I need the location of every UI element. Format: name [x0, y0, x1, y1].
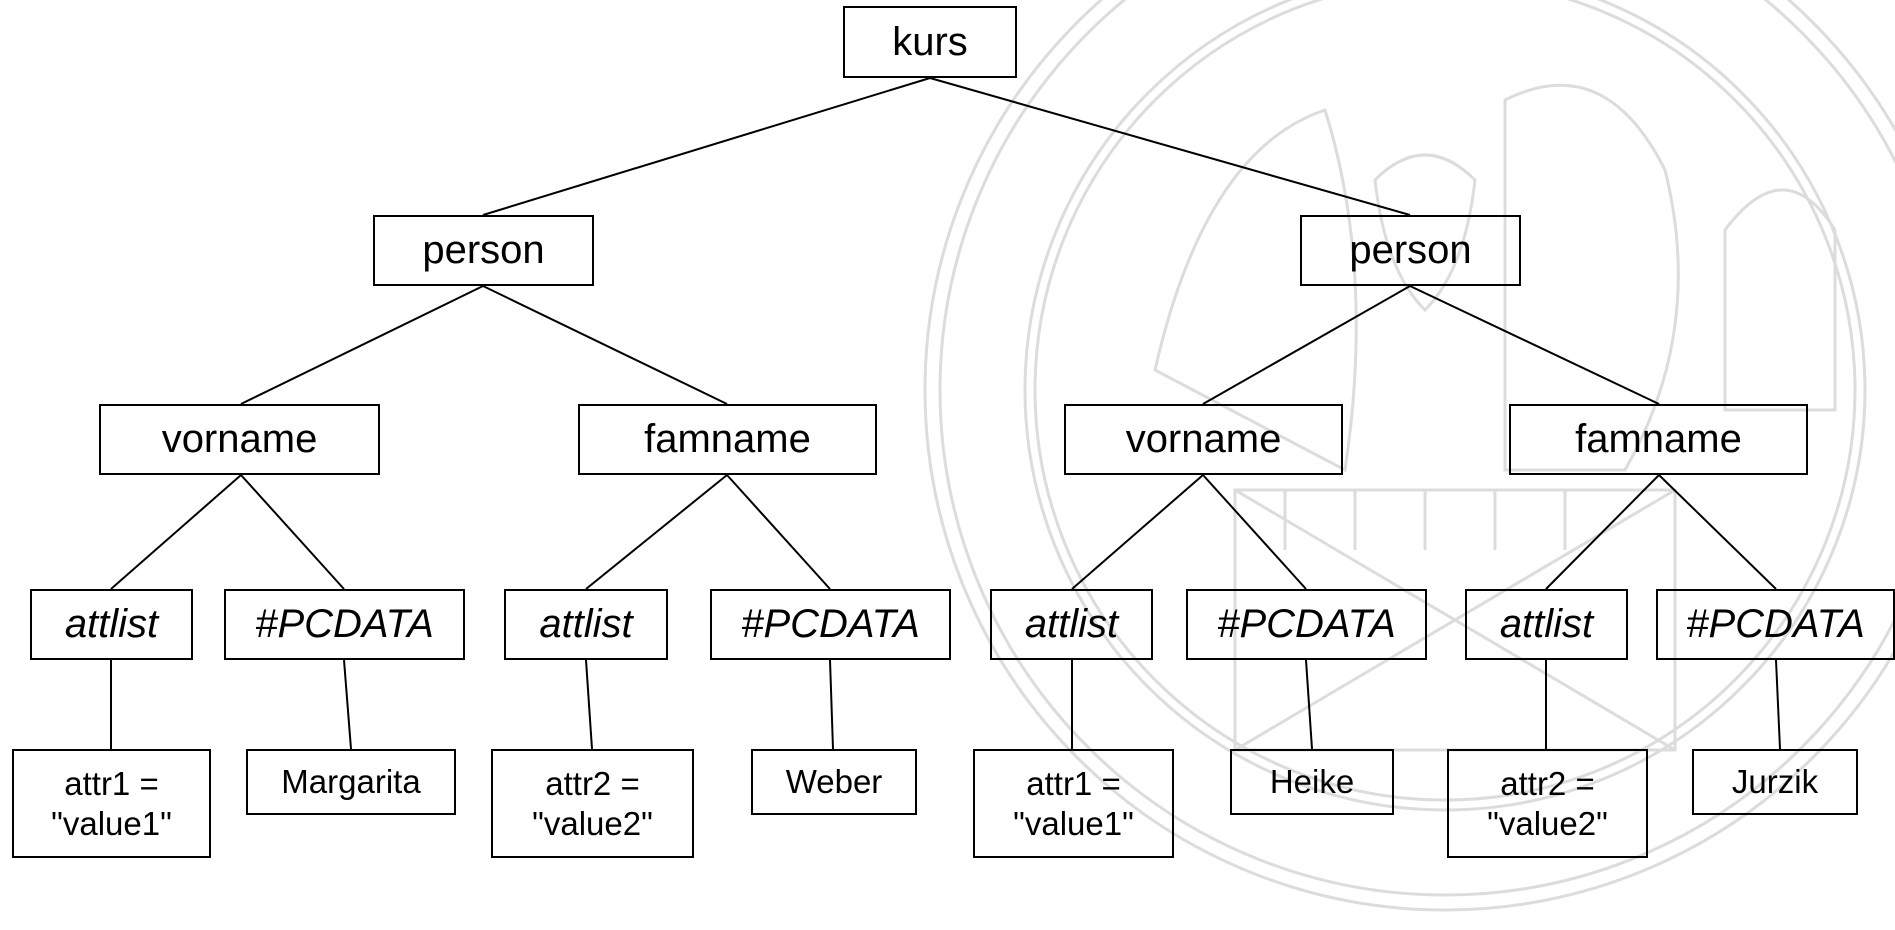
edge-pcdata4-text [1775, 659, 1781, 750]
node-kurs: kurs [843, 6, 1017, 78]
node-famname-2: famname [1509, 404, 1808, 475]
edge-vorname1-pcdata [240, 474, 345, 590]
node-attr-3: attr1 = "value1" [973, 749, 1174, 858]
node-famname-1: famname [578, 404, 877, 475]
edge-vorname2-attlist [1071, 474, 1204, 590]
tree-edges [110, 77, 1781, 750]
node-text-jurzik: Jurzik [1692, 749, 1858, 815]
edge-pcdata1-text [343, 659, 352, 750]
node-person-1: person [373, 215, 594, 286]
edge-attlist2-attr [585, 659, 593, 750]
edge-kurs-person2 [929, 77, 1411, 216]
node-text-heike: Heike [1230, 749, 1394, 815]
node-attr-4: attr2 = "value2" [1447, 749, 1648, 858]
edge-famname2-attlist [1545, 474, 1660, 590]
edge-pcdata3-text [1305, 659, 1313, 750]
node-vorname-1: vorname [99, 404, 380, 475]
node-vorname-2: vorname [1064, 404, 1343, 475]
edge-famname1-pcdata [726, 474, 831, 590]
node-text-weber: Weber [751, 749, 917, 815]
node-attlist-1: attlist [30, 589, 193, 660]
edge-person1-vorname1 [240, 285, 484, 405]
node-attlist-2: attlist [504, 589, 668, 660]
edge-vorname1-attlist [110, 474, 242, 590]
edge-vorname2-pcdata [1202, 474, 1307, 590]
edge-famname2-pcdata [1658, 474, 1777, 590]
node-pcdata-4: #PCDATA [1656, 589, 1895, 660]
edge-famname1-attlist [585, 474, 728, 590]
node-attlist-3: attlist [990, 589, 1153, 660]
node-text-margarita: Margarita [246, 749, 456, 815]
edge-person2-vorname2 [1202, 285, 1411, 405]
edge-kurs-person1 [482, 77, 931, 216]
node-person-2: person [1300, 215, 1521, 286]
node-attr-1: attr1 = "value1" [12, 749, 211, 858]
node-attlist-4: attlist [1465, 589, 1628, 660]
node-attr-2: attr2 = "value2" [491, 749, 694, 858]
edge-pcdata2-text [829, 659, 834, 750]
node-pcdata-1: #PCDATA [224, 589, 465, 660]
node-pcdata-2: #PCDATA [710, 589, 951, 660]
edge-person1-famname1 [482, 285, 728, 405]
node-pcdata-3: #PCDATA [1186, 589, 1427, 660]
edge-person2-famname2 [1409, 285, 1660, 405]
